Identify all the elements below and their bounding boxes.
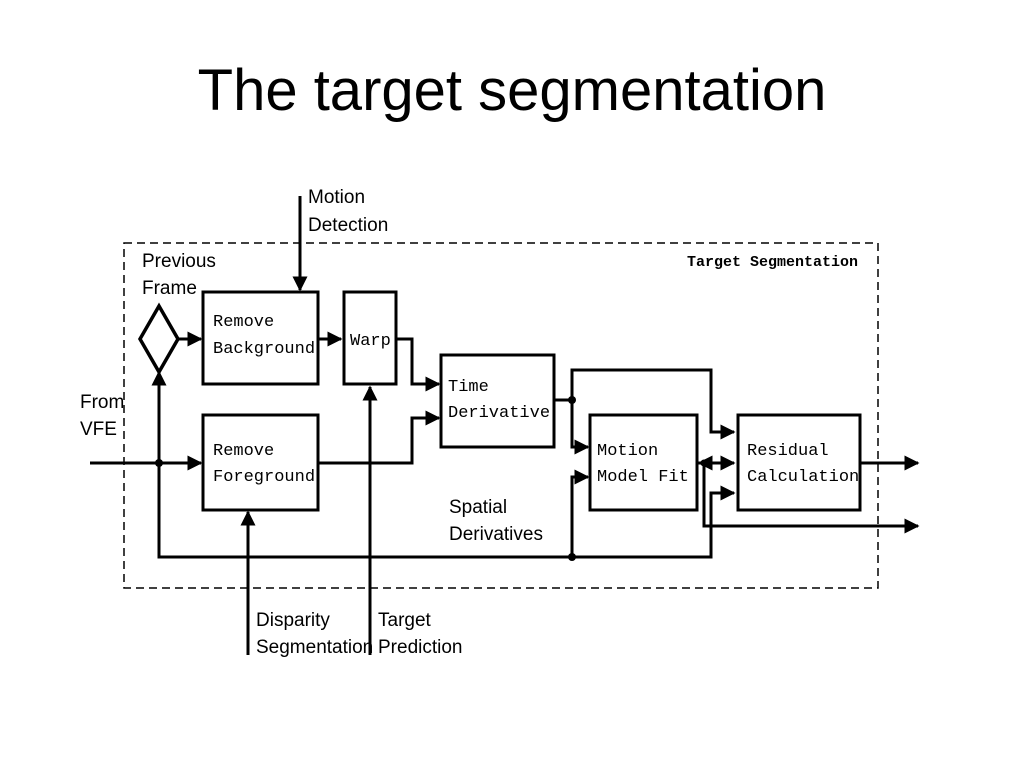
time-derivative-junction-dot — [568, 396, 576, 404]
spatial-derivatives-junction-dot — [568, 553, 576, 561]
motion-model-fit-block: Motion Model Fit — [588, 413, 699, 512]
time-derivative-to-residual — [570, 368, 736, 440]
spatial-derivatives-label: Spatial Derivatives — [449, 497, 543, 545]
previous-frame-label: Previous Frame — [142, 251, 221, 299]
svg-text:Remove Foreground: Remove Foreground — [213, 442, 315, 487]
vfe-junction-dot — [155, 459, 163, 467]
bottom-bus-line — [157, 463, 736, 559]
remove-foreground-to-time-derivative — [318, 410, 441, 465]
residual-calculation-block: Residual Calculation — [736, 413, 862, 512]
svg-text:Residual Calculation: Residual Calculation — [747, 442, 859, 487]
time-derivative-to-motion-model — [570, 400, 590, 455]
svg-text:Motion Model Fit: Motion Model Fit — [597, 442, 689, 487]
time-derivative-block: Time Derivative — [439, 353, 556, 449]
svg-text:Remove Background: Remove Background — [213, 313, 315, 359]
disparity-segmentation-label: Disparity Segmentation — [256, 610, 373, 658]
warp-block: Warp — [342, 290, 398, 386]
remove-background-block: Remove Background — [201, 290, 320, 386]
from-vfe-label: From VFE — [80, 392, 130, 440]
motion-detection-label: Motion Detection — [308, 187, 388, 236]
warp-to-time-derivative — [396, 337, 441, 392]
remove-foreground-block: Remove Foreground — [201, 413, 320, 512]
slide-title: The target segmentation — [197, 58, 827, 123]
svg-text:Time Derivative: Time Derivative — [448, 378, 550, 423]
motion-model-output-junction-dot — [700, 459, 708, 467]
spatial-derivatives-to-motion-model — [570, 469, 590, 557]
previous-frame-diamond — [137, 302, 181, 376]
motion-model-output — [702, 463, 920, 534]
target-segmentation-frame — [123, 242, 879, 589]
target-prediction-label: Target Prediction — [378, 610, 463, 658]
svg-text:Warp: Warp — [350, 332, 391, 351]
frame-label: Target Segmentation — [687, 254, 858, 271]
